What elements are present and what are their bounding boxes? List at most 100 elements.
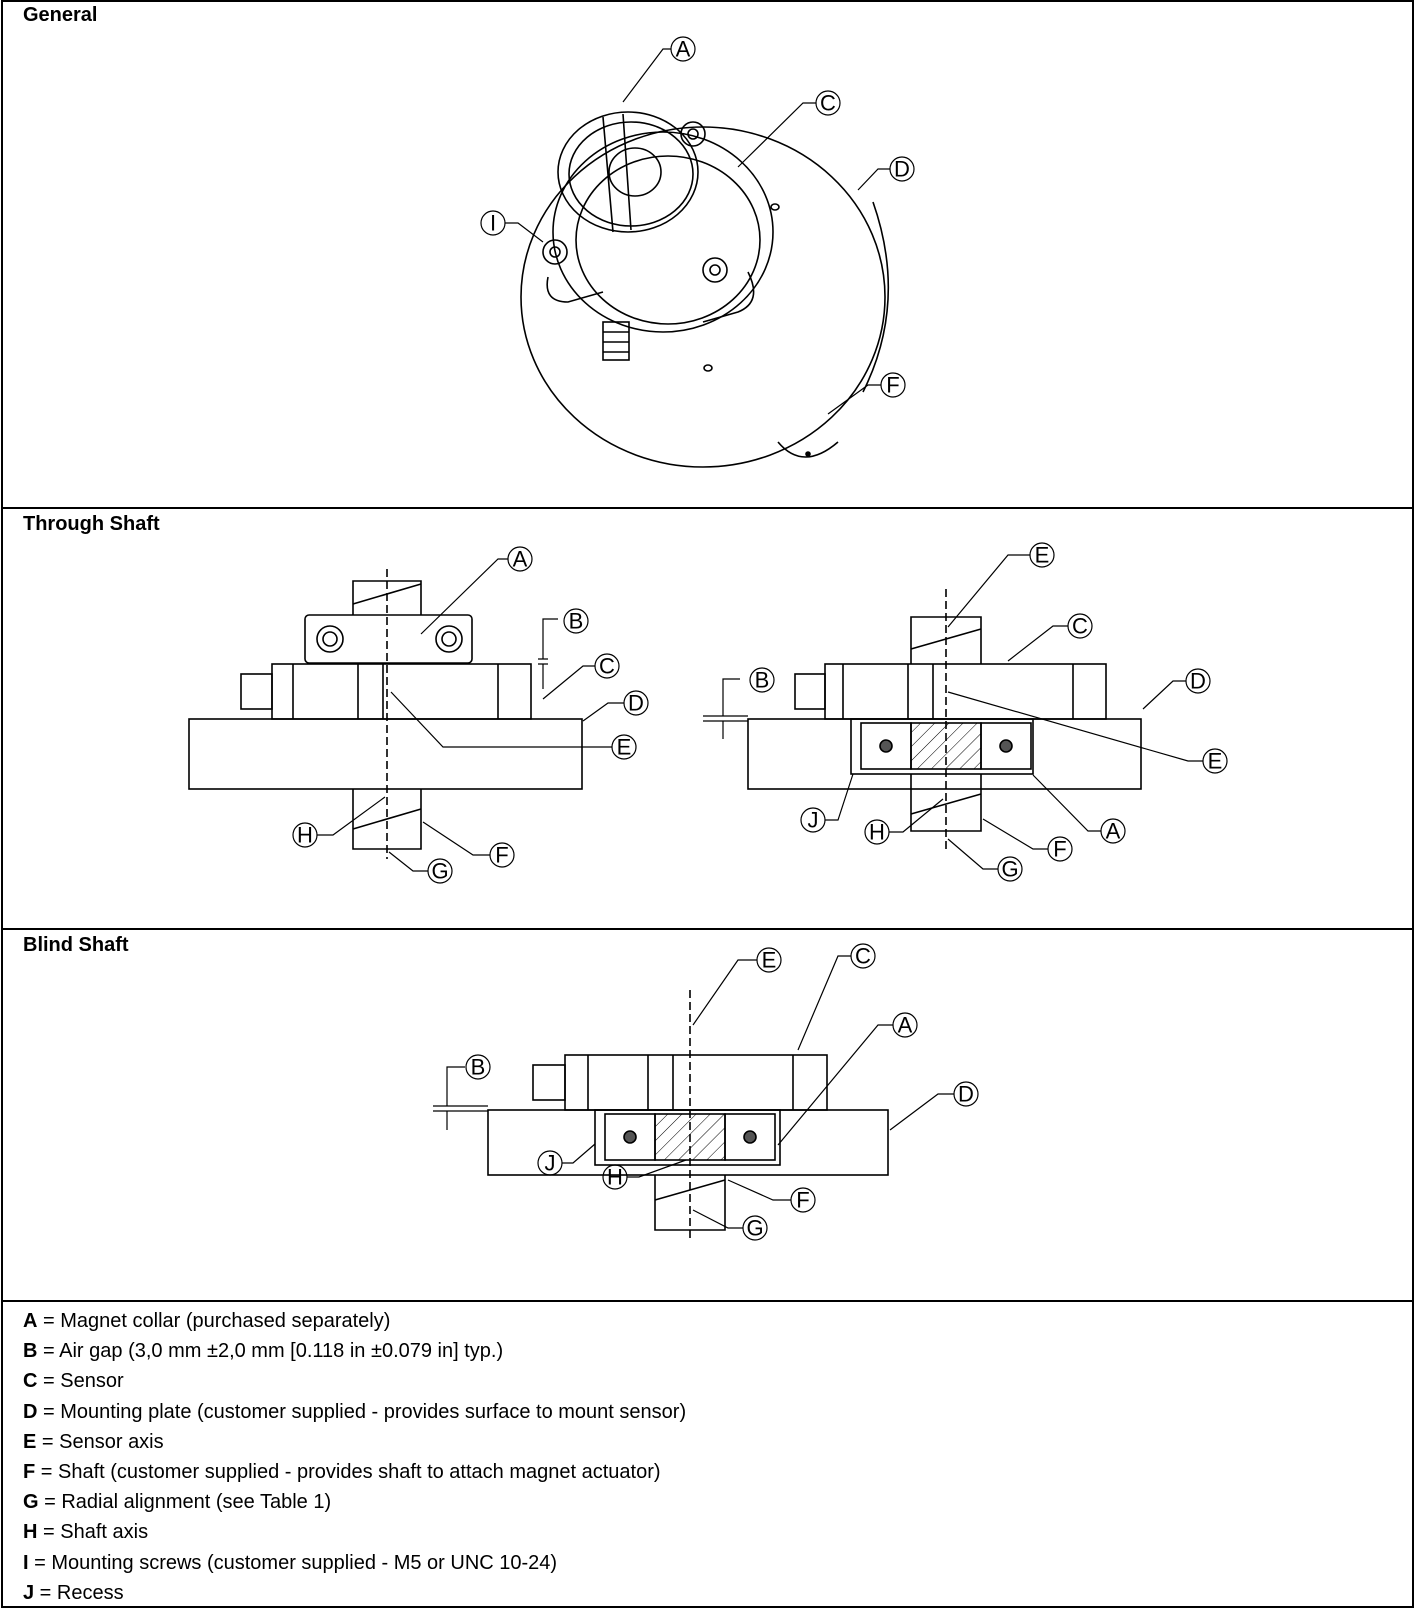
section-title-through: Through Shaft bbox=[23, 513, 160, 535]
leader-h bbox=[317, 796, 386, 836]
right-magnet-dot bbox=[999, 739, 1013, 753]
blind-magnet-dot bbox=[623, 1130, 637, 1144]
blind-recess bbox=[594, 1109, 781, 1166]
right-recess bbox=[850, 718, 1034, 775]
leader-a bbox=[420, 558, 508, 635]
callout-b: B bbox=[471, 1055, 486, 1080]
callout-g: G bbox=[431, 859, 448, 884]
callout-bubble-b bbox=[465, 1054, 491, 1080]
legend-section: A = Magnet collar (purchased separately)… bbox=[3, 1302, 1412, 1608]
leader-h bbox=[889, 798, 944, 833]
legend-row-c: C = Sensor bbox=[23, 1370, 124, 1393]
callout-d: D bbox=[628, 691, 644, 716]
callout-i: I bbox=[490, 211, 496, 236]
callout-f: F bbox=[886, 373, 899, 398]
collar-split bbox=[602, 113, 632, 233]
callout-a: A bbox=[513, 547, 528, 572]
magnet-collar bbox=[557, 111, 699, 233]
left-sensor-ribs bbox=[292, 664, 499, 719]
plate-edge bbox=[862, 201, 890, 393]
leader-d bbox=[1142, 680, 1186, 710]
leader-f bbox=[982, 818, 1048, 850]
left-shaft-break-bottom bbox=[352, 808, 422, 830]
leader-i bbox=[505, 222, 544, 243]
mounting-screw-right bbox=[702, 257, 728, 283]
left-magnet-collar bbox=[304, 614, 473, 664]
right-gap-lines bbox=[703, 715, 748, 722]
callout-f: F bbox=[1053, 837, 1066, 862]
mounting-screw-left bbox=[542, 239, 568, 265]
right-sensor-ribs bbox=[842, 664, 1074, 719]
mounting-plate-disc bbox=[520, 126, 886, 468]
leader-f bbox=[422, 821, 490, 856]
left-mounting-plate bbox=[188, 718, 583, 790]
mounting-screw-left-head bbox=[549, 246, 561, 258]
blind-connector bbox=[532, 1064, 566, 1101]
callout-f: F bbox=[495, 843, 508, 868]
callout-a: A bbox=[1106, 819, 1121, 844]
left-gap-leader bbox=[542, 618, 558, 659]
callout-d: D bbox=[1190, 669, 1206, 694]
callout-d: D bbox=[958, 1082, 974, 1107]
left-connector bbox=[240, 673, 273, 710]
callout-a: A bbox=[898, 1013, 913, 1038]
leader-j bbox=[562, 1143, 596, 1164]
mounting-screw-top bbox=[680, 121, 706, 147]
section-blind-shaft: Blind Shaft bbox=[3, 930, 1412, 1302]
right-shaft-break-bottom bbox=[910, 793, 982, 815]
left-collar-screw-head bbox=[322, 631, 338, 647]
right-connector bbox=[794, 673, 826, 710]
legend-row-f: F = Shaft (customer supplied - provides … bbox=[23, 1461, 661, 1484]
section-title-blind: Blind Shaft bbox=[23, 934, 129, 956]
blind-gap-leader bbox=[446, 1066, 465, 1130]
leader-c bbox=[542, 665, 595, 700]
through-shaft-drawing: A B C D E H F G E C B D E J H A F G bbox=[188, 542, 1228, 884]
leader-f bbox=[827, 384, 881, 415]
callout-c: C bbox=[820, 91, 836, 116]
sensor-face bbox=[575, 155, 761, 325]
leader-d bbox=[889, 1093, 954, 1131]
left-sensor bbox=[271, 663, 532, 720]
leader-c bbox=[797, 955, 851, 1051]
mounting-screw-top-head bbox=[687, 128, 699, 140]
left-collar-screw bbox=[316, 625, 344, 653]
blind-gap-lines bbox=[433, 1105, 488, 1112]
left-gap-lines bbox=[538, 658, 548, 665]
leader-j bbox=[825, 773, 854, 821]
leader-e bbox=[947, 691, 1203, 762]
magnet-collar-inner bbox=[568, 121, 694, 227]
plate-hole bbox=[770, 203, 780, 211]
leader-d bbox=[857, 168, 890, 191]
callout-bubble-b bbox=[749, 667, 775, 693]
right-gap-leader bbox=[722, 678, 740, 739]
callout-h: H bbox=[607, 1165, 623, 1190]
callout-c: C bbox=[855, 944, 871, 969]
leader-a bbox=[1032, 774, 1101, 832]
leader-f bbox=[727, 1179, 791, 1201]
leader-e bbox=[692, 959, 757, 1026]
leader-g bbox=[388, 851, 428, 872]
blind-sensor-ribs bbox=[587, 1055, 794, 1110]
callout-e: E bbox=[617, 735, 632, 760]
mounting-screw-right-head bbox=[709, 264, 721, 276]
left-collar-screw bbox=[435, 625, 463, 653]
legend-row-a: A = Magnet collar (purchased separately) bbox=[23, 1310, 391, 1332]
callout-b: B bbox=[755, 668, 770, 693]
leader-g bbox=[692, 1209, 743, 1229]
leader-d bbox=[582, 702, 624, 722]
leader-c bbox=[1007, 625, 1068, 662]
shaft-stub bbox=[777, 441, 839, 458]
leader-a bbox=[777, 1024, 893, 1146]
callout-c: C bbox=[599, 654, 615, 679]
section-through-shaft: Through Shaft bbox=[3, 509, 1412, 930]
callout-bubble-b bbox=[563, 608, 589, 634]
blind-magnet-dot bbox=[743, 1130, 757, 1144]
collar-bore bbox=[608, 147, 662, 197]
leader-e bbox=[390, 691, 612, 748]
legend-row-b: B = Air gap (3,0 mm ±2,0 mm [0.118 in ±0… bbox=[23, 1340, 504, 1363]
callout-a: A bbox=[676, 37, 691, 62]
section-general: General bbox=[3, 2, 1412, 509]
blind-shaft-drawing: B E C A D J H F G bbox=[433, 943, 979, 1241]
callout-c: C bbox=[1072, 614, 1088, 639]
legend-row-i: I = Mounting screws (customer supplied -… bbox=[23, 1551, 558, 1574]
